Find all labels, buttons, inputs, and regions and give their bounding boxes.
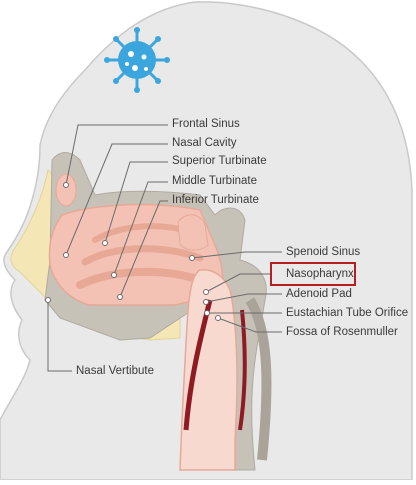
label-adenoid-pad: Adenoid Pad [286,288,352,301]
label-superior-turbinate: Superior Turbinate [172,155,267,168]
frontal-sinus-shape [56,174,76,206]
label-nasopharynx: Nasopharynx [286,268,354,281]
label-inferior-turbinate: Inferior Turbinate [172,194,259,207]
label-nasal-cavity: Nasal Cavity [172,137,237,150]
label-eustachian-tube-orifice: Eustachian Tube Orifice [286,307,408,320]
label-frontal-sinus: Frontal Sinus [172,118,240,131]
label-fossa-of-rosenmuller: Fossa of Rosenmuller [286,326,398,339]
label-spenoid-sinus: Spenoid Sinus [286,246,360,259]
label-nasal-vertibute: Nasal Vertibute [76,365,154,378]
virus-icon [104,27,170,93]
label-middle-turbinate: Middle Turbinate [172,175,257,188]
